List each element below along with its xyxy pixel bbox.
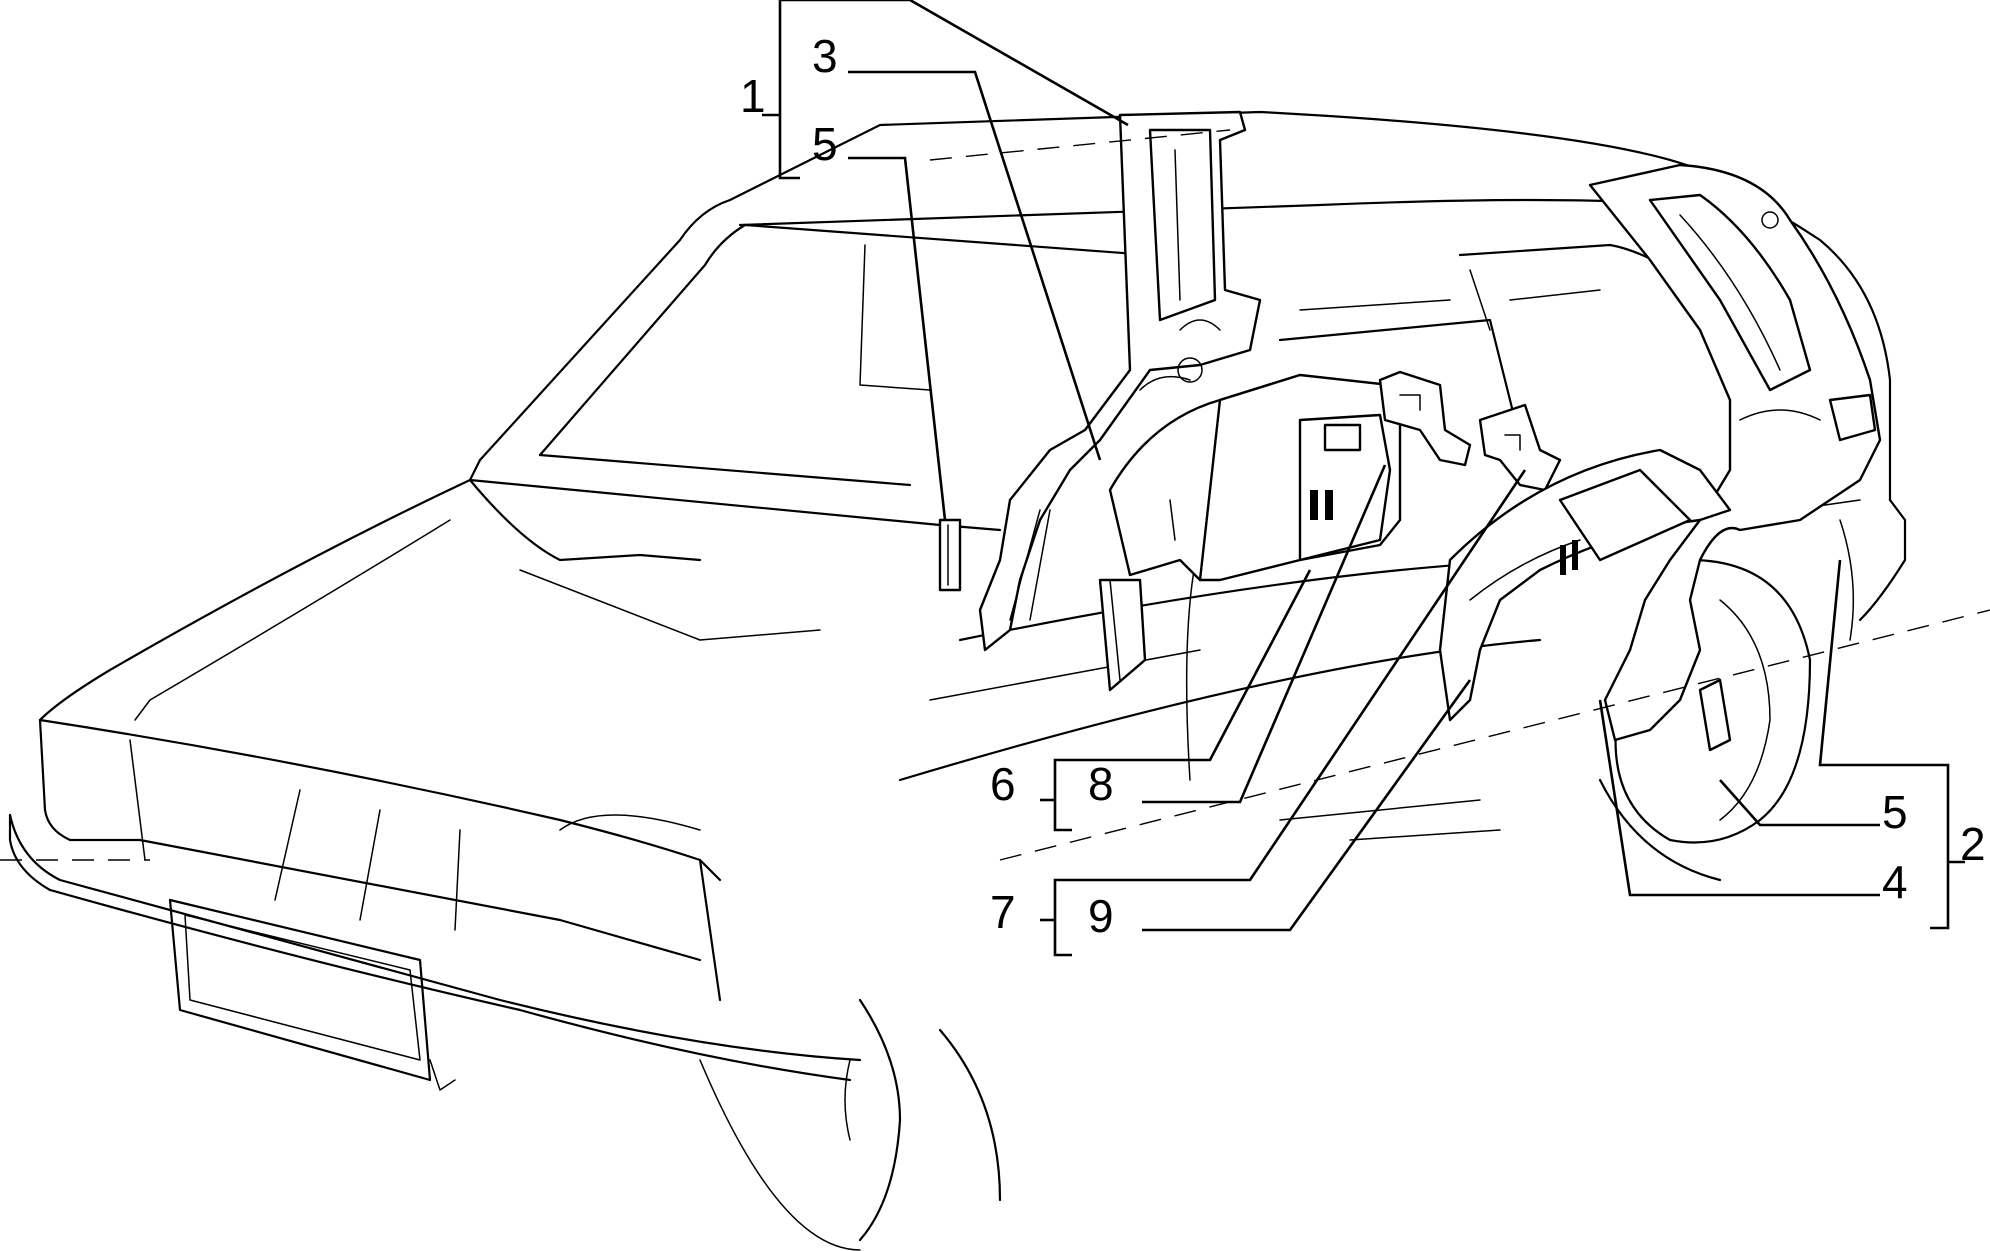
part-inner-wheelarch-right [1438,448,1732,752]
callout-labels: 1 3 5 6 8 7 9 5 4 2 [740,30,1986,942]
part-inner-wheelarch-left [1098,373,1402,692]
callout-3: 3 [812,30,838,82]
callout-8: 8 [1088,758,1114,810]
part-rear-pillar-right [1588,163,1882,742]
callout-7: 7 [990,886,1016,938]
callout-5-right: 5 [1882,786,1908,838]
part-rear-pillar-left [978,110,1262,652]
callout-9: 9 [1088,890,1114,942]
leader-lines [762,0,1965,957]
callout-6: 6 [990,758,1016,810]
callout-2: 2 [1960,818,1986,870]
part-strip-5-left [938,518,962,592]
callout-5-left: 5 [812,118,838,170]
callout-1: 1 [740,70,766,122]
part-bracket-8 [1378,370,1472,467]
car-body-outline [8,110,1907,1251]
reference-lines [0,129,1990,861]
callout-4: 4 [1882,856,1908,908]
